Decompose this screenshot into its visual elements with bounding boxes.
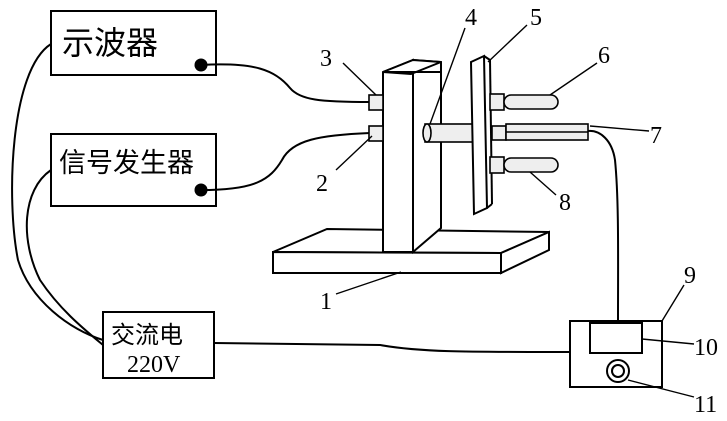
part-number-1: 1	[320, 289, 332, 315]
signal-generator-terminal	[195, 184, 208, 197]
sensor-6	[490, 94, 558, 110]
part-number-6: 6	[598, 43, 610, 69]
shaft-4	[423, 124, 473, 142]
sensor-8	[490, 157, 558, 173]
ac-power-box: 交流电 220V	[103, 312, 214, 378]
signal-generator-label: 信号发生器	[59, 148, 194, 179]
sensor-2	[369, 126, 383, 141]
part-number-10: 10	[694, 335, 718, 361]
oscilloscope-label: 示波器	[62, 24, 158, 62]
part-number-3: 3	[320, 46, 332, 72]
oscilloscope-terminal	[195, 59, 208, 72]
vertical-stand	[383, 60, 441, 252]
plate-5	[471, 56, 492, 214]
part-number-4: 4	[465, 5, 477, 31]
sensor-controller-wire	[588, 131, 618, 321]
part-number-11: 11	[694, 392, 717, 418]
ac-power-label: 交流电	[111, 321, 183, 349]
part-number-5: 5	[530, 5, 542, 31]
part-number-2: 2	[316, 171, 328, 197]
part-number-9: 9	[684, 263, 696, 289]
sensor-3	[369, 95, 383, 110]
part-number-7: 7	[650, 123, 662, 149]
controller-box	[570, 321, 662, 387]
sensor-7	[492, 124, 588, 140]
oscilloscope-wire	[201, 64, 370, 102]
power-controller-wire	[214, 343, 570, 352]
part-number-8: 8	[559, 190, 571, 216]
oscilloscope-box: 示波器	[51, 11, 216, 75]
signal-generator-box: 信号发生器	[51, 134, 216, 206]
ac-voltage-label: 220V	[127, 352, 181, 378]
